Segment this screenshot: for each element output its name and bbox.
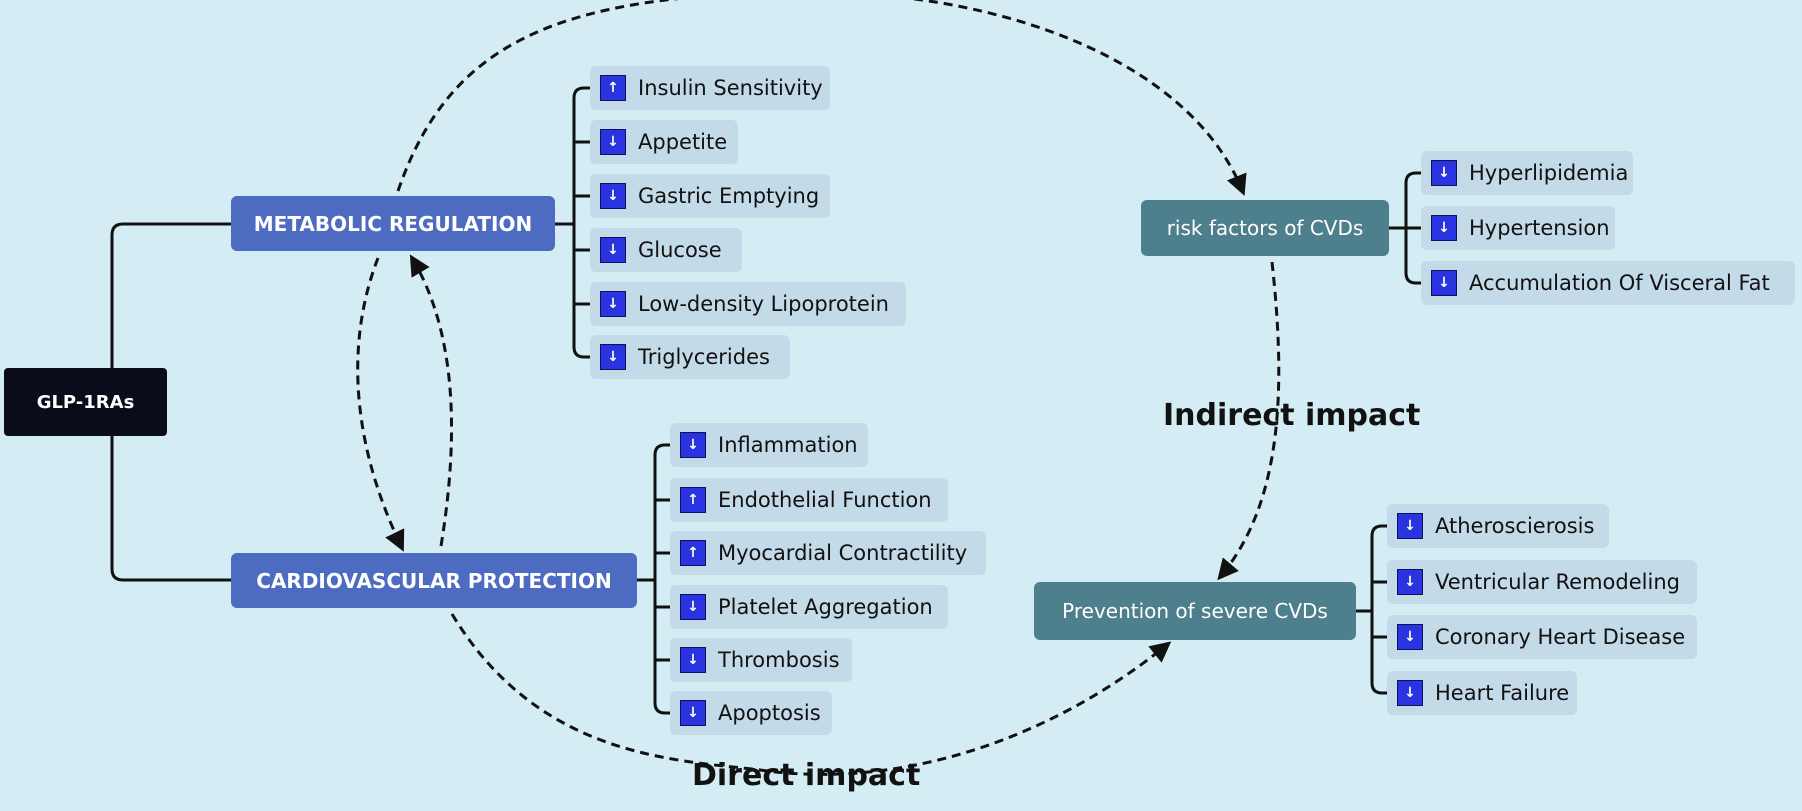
cardio-item: ↑ Endothelial Function xyxy=(670,478,948,522)
prevention-item: ↓ Coronary Heart Disease xyxy=(1387,615,1697,659)
prevention-item-label: Ventricular Remodeling xyxy=(1435,570,1680,594)
risk-item-label: Hyperlipidemia xyxy=(1469,161,1629,185)
arrow-icon: ↓ xyxy=(1431,215,1457,241)
arrow-icon: ↓ xyxy=(680,700,706,726)
arrow-icon: ↓ xyxy=(1397,569,1423,595)
root-to-metabolic-connector xyxy=(110,222,231,368)
metabolic-item: ↓ Gastric Emptying xyxy=(590,174,830,218)
risk-item: ↓ Hypertension xyxy=(1421,206,1615,250)
cardio-item: ↑ Myocardial Contractility xyxy=(670,531,986,575)
cardio-item-label: Thrombosis xyxy=(718,648,840,672)
metabolic-item-label: Gastric Emptying xyxy=(638,184,820,208)
cardio-item: ↓ Inflammation xyxy=(670,423,868,467)
cardio-to-metabolic-dashed-arrow xyxy=(409,254,453,547)
metabolic-bracket xyxy=(572,86,590,359)
cardio-item-label: Endothelial Function xyxy=(718,488,932,512)
prevention-item: ↓ Ventricular Remodeling xyxy=(1387,560,1697,604)
metabolic-item: ↓ Appetite xyxy=(590,120,738,164)
metabolic-item-label: Triglycerides xyxy=(638,345,770,369)
arrow-icon: ↓ xyxy=(600,129,626,155)
arrow-icon: ↓ xyxy=(1397,624,1423,650)
arrow-icon: ↓ xyxy=(1397,513,1423,539)
metabolic-item: ↓ Glucose xyxy=(590,228,742,272)
root-node: GLP-1RAs xyxy=(4,368,167,436)
risk-to-prevention-dashed-arrow xyxy=(1217,261,1281,581)
prevention-item-label: Heart Failure xyxy=(1435,681,1570,705)
arrow-icon: ↓ xyxy=(680,594,706,620)
metabolic-item: ↓ Low-density Lipoprotein xyxy=(590,282,906,326)
cardio-item: ↓ Apoptosis xyxy=(670,691,832,735)
risk-item: ↓ Accumulation Of Visceral Fat xyxy=(1421,261,1795,305)
arrow-icon: ↓ xyxy=(600,291,626,317)
cardio-item-label: Myocardial Contractility xyxy=(718,541,968,565)
metabolic-item-label: Insulin Sensitivity xyxy=(638,76,823,100)
metabolic-item-label: Appetite xyxy=(638,130,728,154)
prevention-item-label: Coronary Heart Disease xyxy=(1435,625,1686,649)
risk-item-label: Accumulation Of Visceral Fat xyxy=(1469,271,1770,295)
arrow-icon: ↓ xyxy=(1397,680,1423,706)
cardiovascular-protection-node: CARDIOVASCULAR PROTECTION xyxy=(231,553,637,608)
metabolic-regulation-node: METABOLIC REGULATION xyxy=(231,196,555,251)
metabolic-to-risk-dashed-arrow xyxy=(396,0,1247,196)
cardio-bracket xyxy=(653,443,670,715)
arrow-icon: ↓ xyxy=(600,183,626,209)
root-to-cardio-connector xyxy=(110,436,231,582)
cardio-item: ↓ Thrombosis xyxy=(670,638,852,682)
prevention-node: Prevention of severe CVDs xyxy=(1034,582,1356,640)
cardio-item-label: Apoptosis xyxy=(718,701,821,725)
cardio-to-prevention-dashed-arrow xyxy=(450,613,1172,776)
arrow-icon: ↑ xyxy=(680,540,706,566)
arrow-icon: ↓ xyxy=(680,647,706,673)
arrow-icon: ↓ xyxy=(680,432,706,458)
risk-item-label: Hypertension xyxy=(1469,216,1610,240)
arrow-icon: ↓ xyxy=(1431,160,1457,186)
arrow-icon: ↑ xyxy=(680,487,706,513)
prevention-bracket xyxy=(1370,524,1387,695)
metabolic-item: ↓ Triglycerides xyxy=(590,335,790,379)
cardio-item-label: Platelet Aggregation xyxy=(718,595,933,619)
risk-item: ↓ Hyperlipidemia xyxy=(1421,151,1633,195)
prevention-item-label: Atheroscierosis xyxy=(1435,514,1595,538)
prevention-item: ↓ Atheroscierosis xyxy=(1387,504,1609,548)
metabolic-item-label: Low-density Lipoprotein xyxy=(638,292,889,316)
risk-factors-node: risk factors of CVDs xyxy=(1141,200,1389,256)
cardio-item-label: Inflammation xyxy=(718,433,858,457)
prevention-item: ↓ Heart Failure xyxy=(1387,671,1577,715)
arrow-icon: ↓ xyxy=(600,237,626,263)
arrow-icon: ↓ xyxy=(1431,270,1457,296)
arrow-icon: ↓ xyxy=(600,344,626,370)
metabolic-item-label: Glucose xyxy=(638,238,722,262)
direct-impact-label: Direct impact xyxy=(692,758,921,793)
metabolic-to-cardio-dashed-arrow xyxy=(356,257,405,552)
cardio-item: ↓ Platelet Aggregation xyxy=(670,585,948,629)
metabolic-item: ↑ Insulin Sensitivity xyxy=(590,66,830,110)
arrow-icon: ↑ xyxy=(600,75,626,101)
indirect-impact-label: Indirect impact xyxy=(1163,398,1421,433)
